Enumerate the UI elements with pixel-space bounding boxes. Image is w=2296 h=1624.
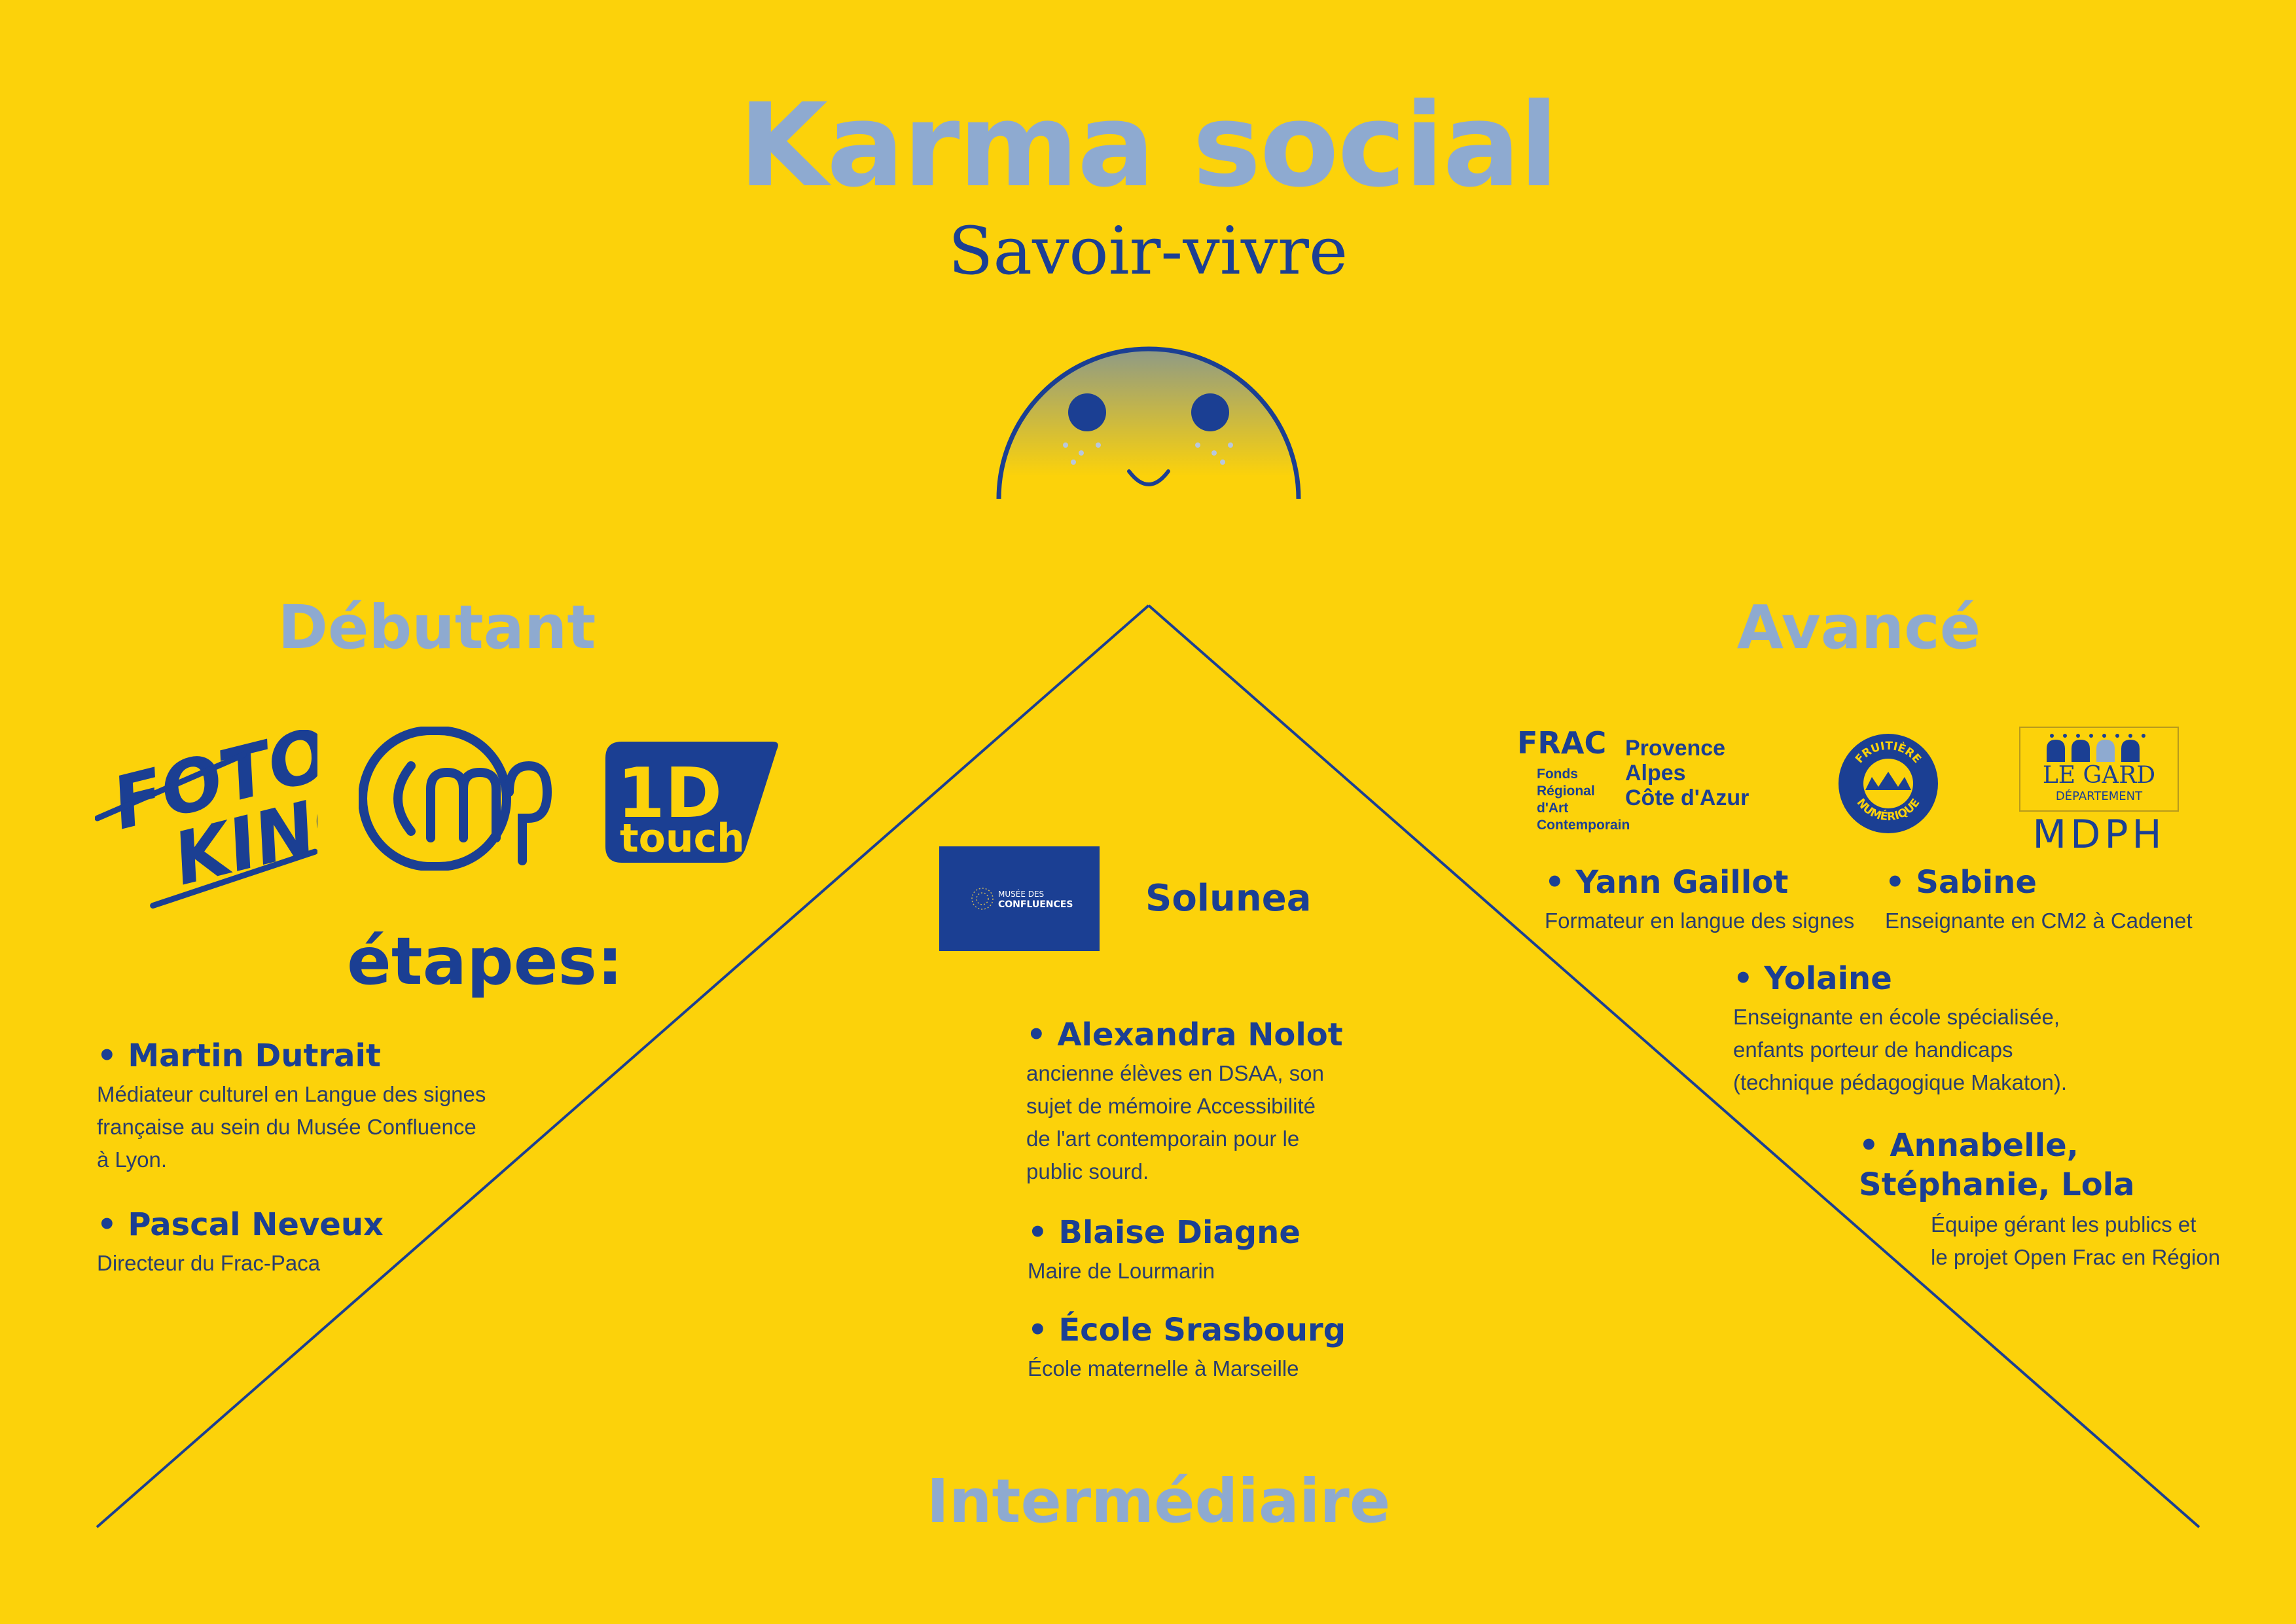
frac-acronym: FRAC — [1517, 725, 1607, 761]
frac-line: Régional — [1537, 784, 1595, 799]
pyramid-right-edge — [1147, 604, 2200, 1528]
poster-subtitle: Savoir-vivre — [948, 213, 1348, 289]
le-gard-icon — [2047, 734, 2145, 762]
person-name: • Annabelle, — [1859, 1127, 2079, 1164]
svg-text:CONFLUENCES: CONFLUENCES — [998, 899, 1073, 910]
person-description: ancienne élèves en DSAA, son sujet de mé… — [1026, 1057, 1393, 1188]
svg-text:1D: 1D — [617, 753, 722, 833]
person-description: École maternelle à Marseille — [1028, 1352, 1394, 1385]
svg-text:touch: touch — [620, 816, 745, 861]
person-name: • Blaise Diagne — [1028, 1214, 1300, 1251]
frac-line: Provence — [1625, 736, 1726, 761]
person-description: Médiateur culturel en Langue des signes … — [97, 1078, 568, 1176]
description-line: ancienne élèves en DSAA, son — [1026, 1061, 1324, 1085]
description-line: enfants porteur de handicaps — [1733, 1038, 2013, 1062]
frac-line: Alpes — [1625, 761, 1686, 785]
person-sabine: • Sabine Enseignante en CM2 à Cadenet — [1885, 864, 2251, 937]
description-line: Médiateur culturel en Langue des signes — [97, 1082, 486, 1106]
person-name: • École Srasbourg — [1028, 1312, 1346, 1348]
level-advanced-label: Avancé — [1736, 592, 1981, 662]
person-description: Maire de Lourmarin — [1028, 1255, 1394, 1288]
level-beginner-label: Débutant — [278, 592, 596, 662]
cmp-logo — [359, 727, 552, 871]
frac-line: Côte d'Azur — [1625, 785, 1749, 810]
pyramid-left-edge — [96, 604, 1150, 1528]
person-alexandra-nolot: • Alexandra Nolot ancienne élèves en DSA… — [1026, 1017, 1393, 1188]
person-name: Stéphanie, Lola — [1859, 1166, 2135, 1203]
frac-line: Fonds — [1537, 767, 1578, 782]
person-name: • Martin Dutrait — [97, 1038, 381, 1074]
description-line: Enseignante en CM2 à Cadenet — [1885, 909, 2193, 933]
person-name: • Yann Gaillot — [1545, 864, 1789, 901]
description-line: Équipe gérant les publics et — [1931, 1212, 2197, 1236]
person-description: Formateur en langue des signes — [1545, 905, 1885, 937]
person-pascal-neveux: • Pascal Neveux Directeur du Frac-Paca — [97, 1206, 568, 1280]
frac-line: d'Art — [1537, 801, 1569, 816]
description-line: Directeur du Frac-Paca — [97, 1251, 321, 1275]
frac-paca-logo: FRAC Fonds Régional d'Art Contemporain P… — [1517, 725, 1766, 837]
level-intermediate-label: Intermédiaire — [926, 1466, 1391, 1536]
description-line: public sourd. — [1026, 1159, 1149, 1183]
description-line: Enseignante en école spécialisée, — [1733, 1005, 2060, 1029]
description-line: de l'art contemporain pour le — [1026, 1127, 1300, 1151]
person-martin-dutrait: • Martin Dutrait Médiateur culturel en L… — [97, 1038, 568, 1176]
musee-confluences-logo: MUSÉE DES CONFLUENCES — [939, 846, 1100, 951]
steps-label: étapes: — [347, 923, 624, 1000]
description-line: le projet Open Frac en Région — [1931, 1245, 2221, 1269]
person-name: • Yolaine — [1733, 960, 1892, 997]
mdph-label: MDPH — [2032, 812, 2166, 857]
person-annabelle-stephanie-lola: • Annabelle, Stéphanie, Lola Équipe géra… — [1859, 1127, 2251, 1274]
le-gard-logo: LE GARD DÉPARTEMENT — [2019, 727, 2179, 812]
person-name: • Alexandra Nolot — [1026, 1017, 1343, 1053]
description-line: Formateur en langue des signes — [1545, 909, 1855, 933]
description-line: à Lyon. — [97, 1147, 168, 1172]
person-description: Enseignante en CM2 à Cadenet — [1885, 905, 2251, 937]
frac-left-text: Fonds Régional d'Art Contemporain — [1537, 766, 1630, 834]
person-name: • Sabine — [1885, 864, 2037, 901]
description-line: (technique pédagogique Makaton). — [1733, 1070, 2068, 1094]
frac-line: Contemporain — [1537, 818, 1630, 833]
person-description: Enseignante en école spécialisée, enfant… — [1733, 1001, 2152, 1099]
partner-solunea: Solunea — [1145, 877, 1312, 920]
description-line: Maire de Lourmarin — [1028, 1259, 1215, 1283]
person-name: • Pascal Neveux — [97, 1206, 384, 1243]
poster-title: Karma social — [738, 79, 1559, 213]
le-gard-title: LE GARD — [2042, 762, 2156, 789]
person-ecole-srasbourg: • École Srasbourg École maternelle à Mar… — [1028, 1312, 1394, 1385]
person-description: Directeur du Frac-Paca — [97, 1247, 568, 1280]
1dtouch-logo: 1D touch — [605, 742, 778, 863]
frac-right-text: Provence Alpes Côte d'Azur — [1625, 736, 1749, 810]
description-line: sujet de mémoire Accessibilité — [1026, 1094, 1316, 1118]
description-line: française au sein du Musée Confluence — [97, 1115, 476, 1139]
person-yolaine: • Yolaine Enseignante en école spécialis… — [1733, 960, 2152, 1099]
description-line: École maternelle à Marseille — [1028, 1356, 1299, 1380]
svg-text:MUSÉE DES: MUSÉE DES — [998, 889, 1044, 899]
fruitiere-numerique-logo: FRUITIÈRE NUMÉRIQUE — [1839, 734, 1938, 833]
fotokino-logo: FOTO KINO — [95, 730, 317, 909]
le-gard-subtitle: DÉPARTEMENT — [2055, 789, 2143, 803]
smiling-sun-icon — [996, 346, 1301, 499]
person-blaise-diagne: • Blaise Diagne Maire de Lourmarin — [1028, 1214, 1394, 1288]
person-description: Équipe gérant les publics et le projet O… — [1931, 1208, 2251, 1274]
person-yann-gaillot: • Yann Gaillot Formateur en langue des s… — [1545, 864, 1885, 937]
